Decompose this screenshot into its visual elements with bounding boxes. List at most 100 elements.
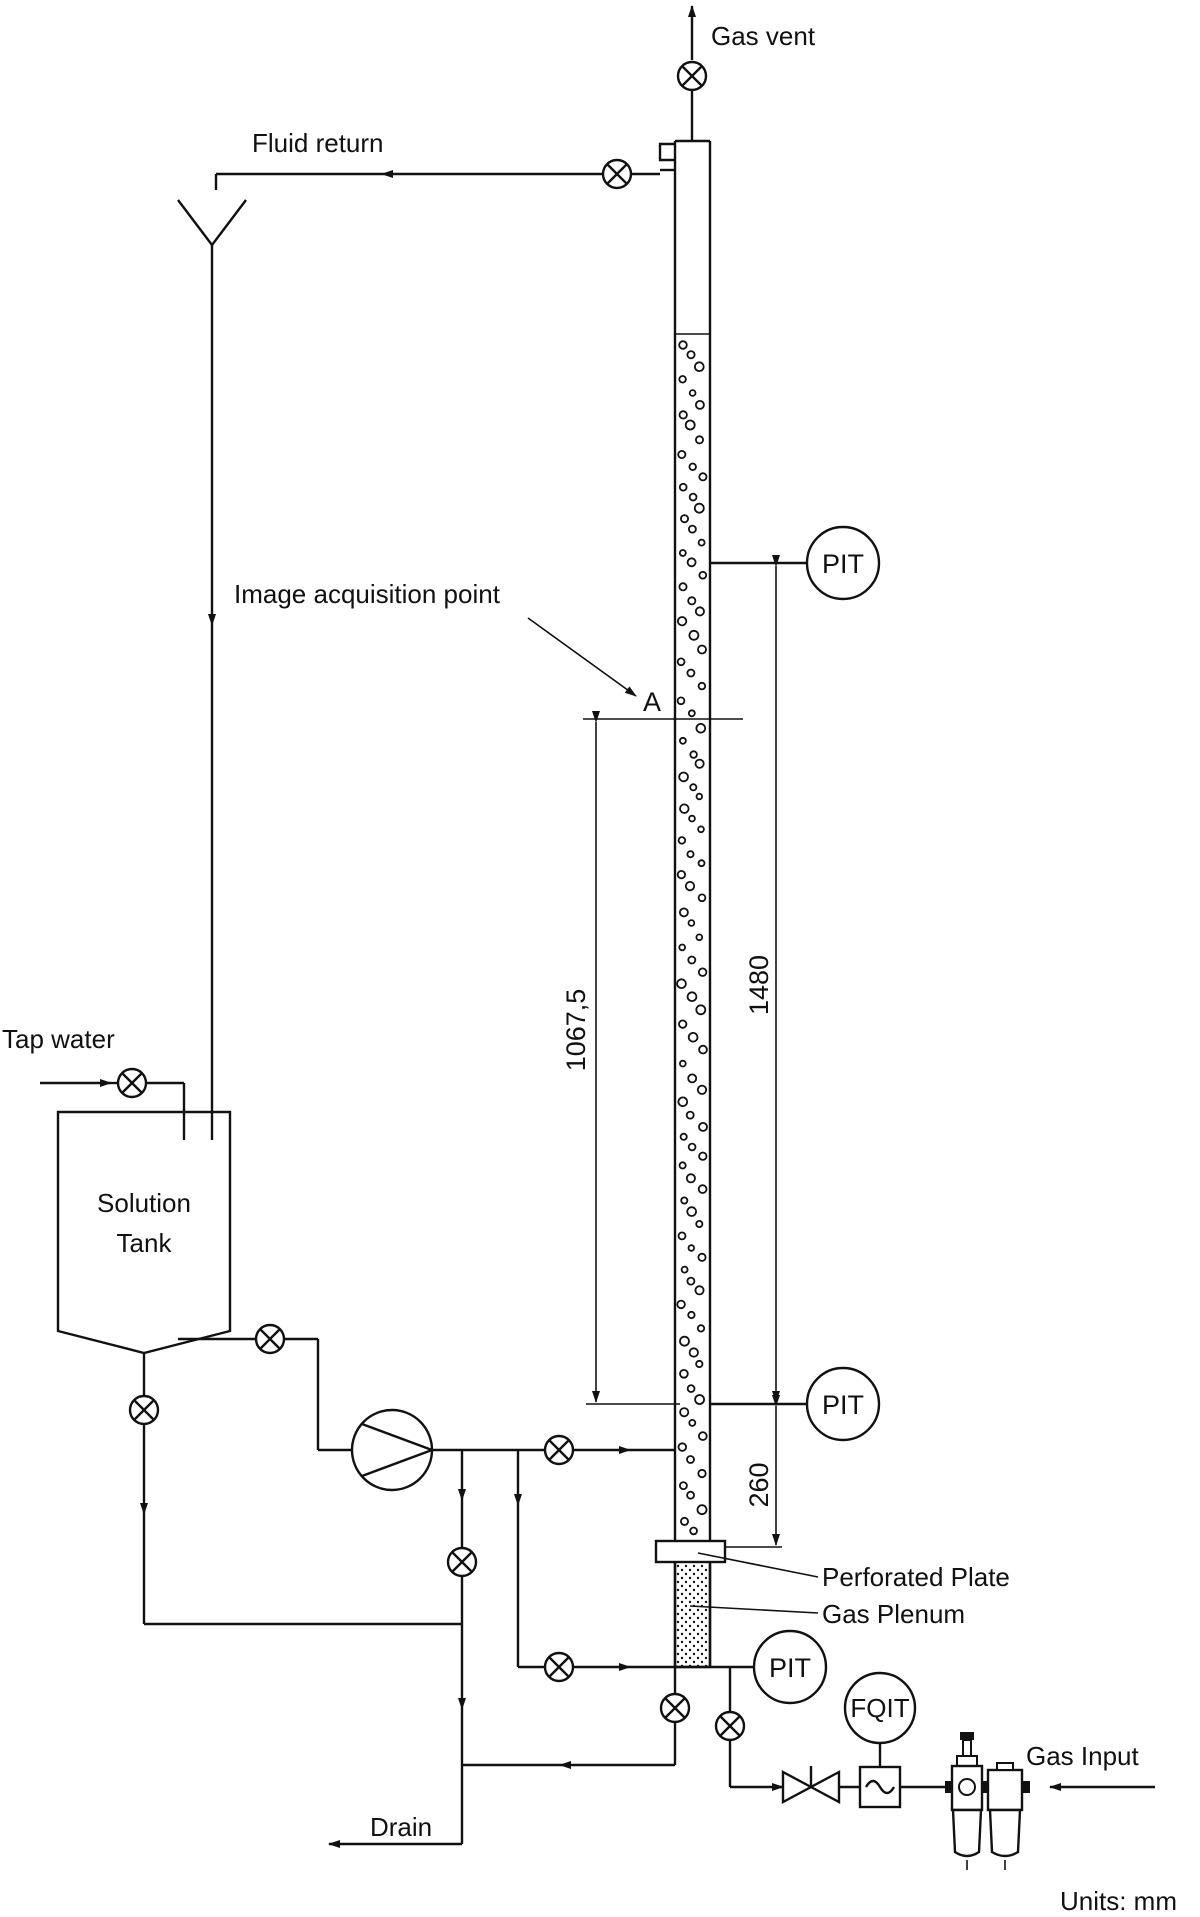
tank-drain-line: [128, 1394, 462, 1626]
bubble: [698, 472, 708, 482]
gas-plenum-leader: [689, 1605, 819, 1614]
bubble: [687, 1310, 696, 1320]
pump-icon[interactable]: [350, 1408, 434, 1492]
bubble: [697, 538, 706, 547]
gas-input-label: Gas Input: [1026, 1741, 1140, 1771]
bubble: [679, 736, 687, 745]
pit-middle-icon[interactable]: [805, 1366, 881, 1442]
pump-discharge-line: [432, 1434, 675, 1466]
bubble: [677, 1096, 689, 1108]
pit-lower-icon[interactable]: [752, 1629, 828, 1705]
image-acquisition-arrow: [527, 617, 637, 697]
bubble: [695, 1004, 707, 1016]
units-label: Units: mm: [1060, 1886, 1177, 1916]
bubble: [679, 1407, 690, 1418]
perforated-plate-leader: [697, 1552, 819, 1578]
bubble: [687, 919, 696, 927]
bubble: [697, 1184, 708, 1194]
bubble: [694, 606, 705, 617]
bubble: [687, 709, 696, 718]
bubble: [698, 1044, 708, 1055]
pump-drain-line: [328, 1450, 478, 1848]
bubble: [680, 1265, 689, 1274]
solution-tank: [56, 1110, 232, 1355]
fluid-return-label: Fluid return: [252, 128, 384, 158]
bubble: [695, 933, 704, 942]
bubble: [678, 375, 687, 384]
bubble: [686, 668, 696, 678]
bubble: [685, 1173, 696, 1184]
bubble: [680, 1196, 689, 1205]
bubble: [676, 696, 686, 706]
bubble: [695, 792, 703, 801]
bubble: [698, 570, 708, 580]
column-drain-valve-icon[interactable]: [659, 1692, 691, 1724]
fqit-icon[interactable]: [843, 1671, 917, 1745]
bubble: [678, 549, 687, 557]
bubble: [693, 361, 705, 373]
dimension-1067: [586, 711, 680, 1405]
bubble: [695, 435, 705, 445]
bubble: [679, 803, 690, 814]
bubble: [689, 783, 698, 792]
bubble: [698, 1151, 708, 1161]
bubble: [676, 616, 688, 627]
drain-label: Drain: [370, 1812, 432, 1842]
bubble: [686, 1276, 696, 1286]
bubble: [678, 482, 688, 492]
bubble-column: [673, 139, 712, 1667]
tank-drain-valve-icon[interactable]: [128, 1394, 160, 1426]
bubble: [693, 502, 705, 514]
needle-valve-icon[interactable]: [781, 1766, 841, 1805]
bubble: [697, 893, 707, 903]
bubble: [689, 1526, 698, 1536]
tank-outlet-line: [142, 1323, 352, 1452]
bubble: [688, 1347, 699, 1358]
bubble: [687, 1244, 695, 1252]
bubble: [680, 1516, 690, 1526]
perforated-plate: [654, 1539, 727, 1564]
bubble: [676, 869, 687, 880]
solution-tank-label-1: Solution: [97, 1188, 191, 1218]
bubble: [687, 955, 697, 965]
bubble: [678, 340, 688, 350]
bubbles: [676, 340, 708, 1536]
bubble: [677, 836, 687, 845]
column-inlet-valve-icon[interactable]: [543, 1434, 575, 1466]
regulator-filter-icon[interactable]: [945, 1732, 1030, 1870]
fluid-return-valve-icon[interactable]: [601, 158, 633, 190]
gas-vent-valve-icon[interactable]: [676, 60, 708, 92]
bubble: [677, 1442, 687, 1452]
pit-upper-icon[interactable]: [805, 525, 881, 601]
tank-outlet-valve-icon[interactable]: [254, 1323, 286, 1355]
gas-vent-label: Gas vent: [711, 21, 816, 51]
bubble: [687, 1032, 699, 1043]
bubble: [694, 1285, 705, 1296]
bubble: [679, 907, 689, 918]
bubble: [695, 1359, 704, 1369]
bubble: [695, 722, 707, 734]
fluid-return-line: [214, 142, 675, 190]
bubble: [688, 814, 696, 823]
image-acquisition-label: Image acquisition point: [234, 579, 501, 609]
pump-drain-valve-icon[interactable]: [446, 1546, 478, 1578]
bubble: [676, 1299, 686, 1310]
gas-inlet-line: [714, 1667, 1155, 1791]
tap-water-valve-icon[interactable]: [116, 1067, 148, 1099]
bubble: [684, 419, 696, 431]
bubble: [677, 449, 687, 459]
bubble: [686, 1206, 697, 1217]
plenum-inlet-valve-icon[interactable]: [543, 1651, 575, 1683]
bubble: [686, 991, 698, 1002]
return-funnel-icon: [177, 199, 247, 1112]
bubble: [678, 943, 686, 952]
bubble: [676, 978, 687, 989]
gas-shutoff-valve-icon[interactable]: [714, 1710, 746, 1742]
bubble: [687, 596, 697, 606]
bubble: [679, 1369, 689, 1379]
flow-meter: FQIT: [843, 1671, 917, 1809]
bubble: [697, 825, 705, 834]
bubble: [697, 1468, 707, 1479]
bubble: [679, 1481, 688, 1490]
